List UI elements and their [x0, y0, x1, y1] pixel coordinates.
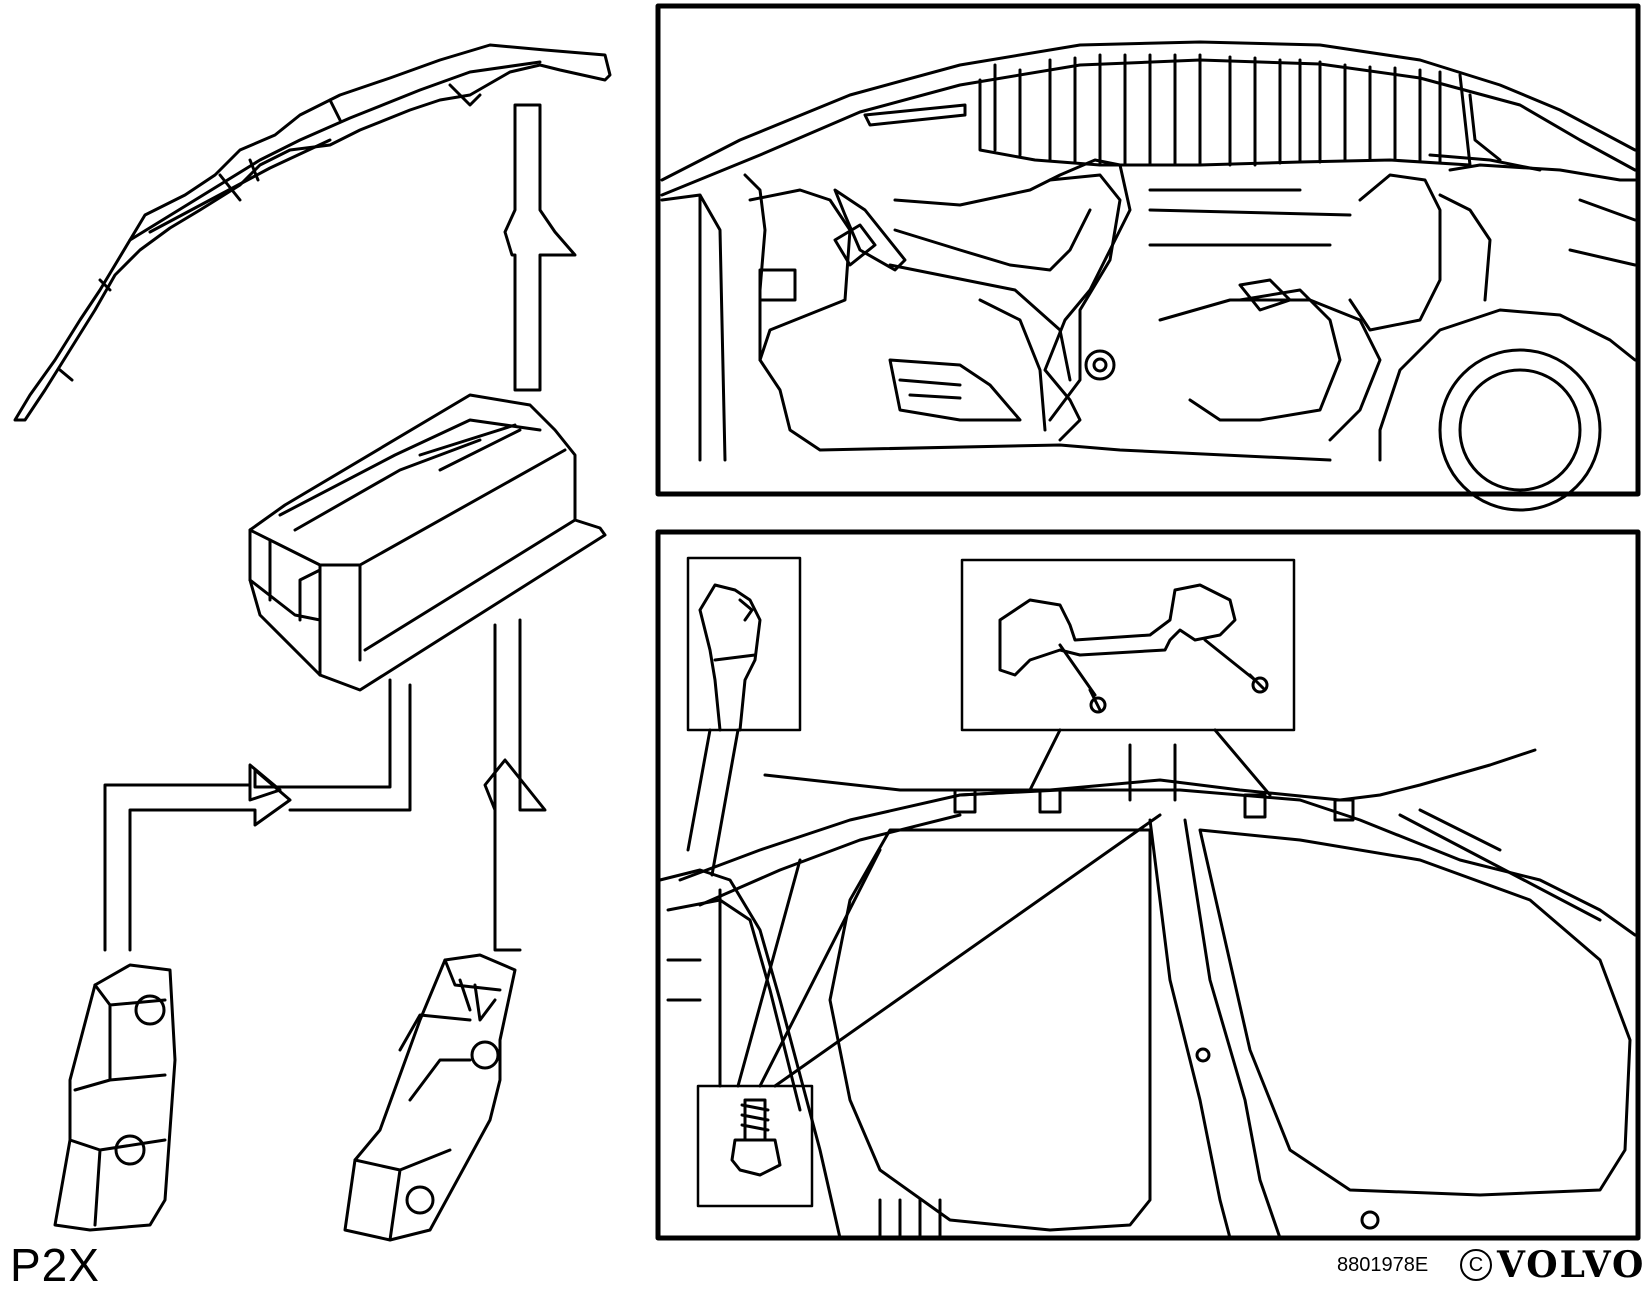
- copyright-icon: C: [1460, 1249, 1492, 1281]
- reference-code: 8801978E: [1337, 1254, 1429, 1276]
- inflatable-curtain: [13, 43, 612, 422]
- brand-logo: VOLVO: [1497, 1244, 1646, 1286]
- left-side-impact-sensor: [53, 963, 177, 1232]
- car-interior-illustration: [655, 3, 1641, 512]
- airbag-control-module: [248, 393, 607, 692]
- mounting-points-illustration: [655, 529, 1641, 1241]
- connection-arrows: [103, 103, 577, 952]
- model-label: P2X: [10, 1239, 100, 1291]
- right-side-impact-sensor: [343, 953, 517, 1242]
